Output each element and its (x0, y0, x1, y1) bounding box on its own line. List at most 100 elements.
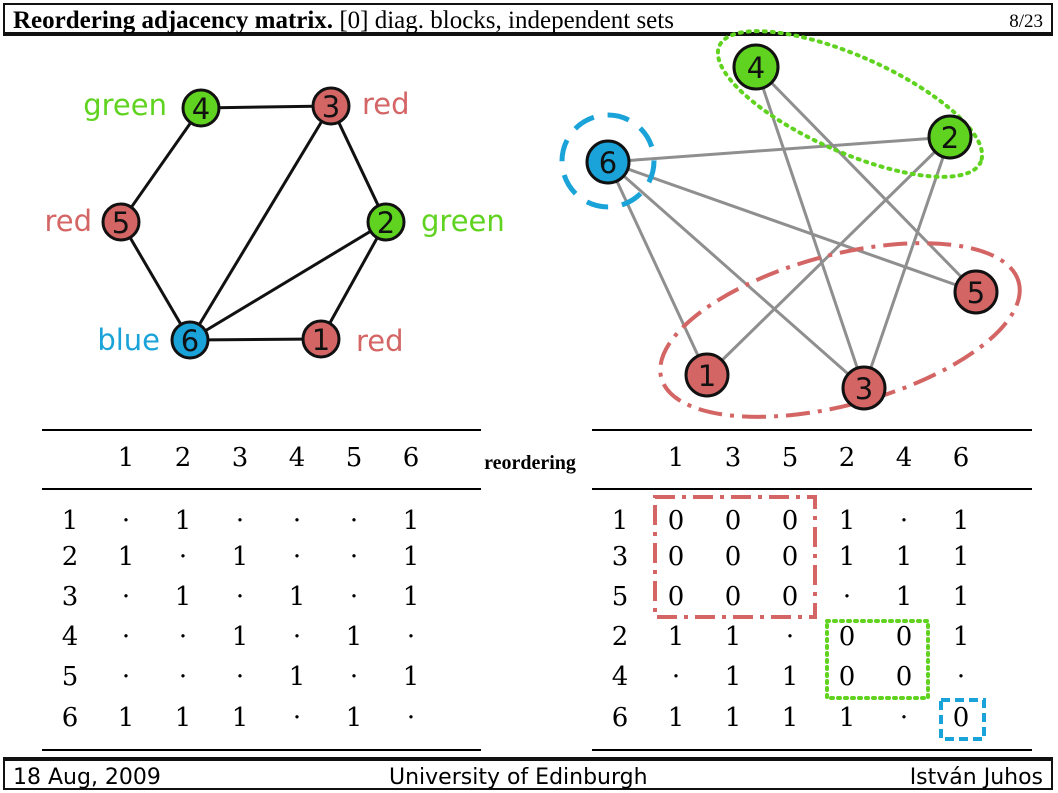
left-matrix-cell: · (407, 703, 415, 733)
right-node-3-number: 3 (855, 372, 873, 406)
right-matrix-cell: 0 (782, 542, 799, 572)
left-matrix-cell: · (350, 506, 358, 536)
red-set-ellipse (658, 241, 1022, 419)
right-matrix-cell: 1 (725, 703, 742, 733)
left-col-header-2: 2 (175, 443, 192, 473)
left-node-6-number: 6 (181, 324, 199, 358)
right-node-5-circle (953, 269, 999, 315)
right-node-2: 2 (927, 114, 973, 160)
left-node-5-color-label: red (44, 204, 92, 238)
left-matrix-cell: · (293, 703, 301, 733)
left-matrix-row-header: 1 (62, 506, 79, 536)
right-edge-6-5 (607, 160, 977, 294)
left-matrix-cell: · (407, 622, 415, 652)
right-matrix-cell: 0 (782, 582, 799, 612)
left-edge-5-6 (119, 221, 192, 341)
left-matrix-cell: · (293, 542, 301, 572)
left-node-5-circle (101, 202, 141, 242)
left-graph-edges (119, 104, 388, 342)
right-col-header-6: 6 (953, 443, 970, 473)
left-matrix-cell: 1 (403, 506, 420, 536)
reordering-label: reordering (484, 452, 576, 474)
left-node-1-circle (301, 319, 341, 359)
right-matrix-cell: 1 (896, 542, 913, 572)
left-node-2-number: 2 (377, 206, 395, 240)
footer-institution: University of Edinburgh (389, 765, 648, 790)
right-matrix-cell: 0 (896, 622, 913, 652)
right-edge-4-5 (754, 65, 978, 294)
right-node-4-number: 4 (747, 51, 765, 85)
right-node-5-number: 5 (967, 276, 985, 310)
slide-title-rest: [0] diag. blocks, independent sets (339, 7, 674, 34)
right-col-header-3: 3 (725, 443, 742, 473)
right-matrix-cell: 1 (953, 582, 970, 612)
left-node-2: 2 green (366, 202, 505, 242)
left-node-2-color-label: green (421, 204, 505, 238)
right-matrix-cell: 1 (725, 622, 742, 652)
left-node-4: 4 green (83, 88, 221, 128)
red-block-box (653, 495, 817, 619)
green-block-box (825, 619, 930, 700)
right-matrix-cell: 0 (839, 662, 856, 692)
left-matrix-cell: · (293, 506, 301, 536)
right-matrix-cell: · (957, 662, 965, 692)
left-node-2-circle (366, 202, 406, 242)
left-matrix-cell: 1 (232, 542, 249, 572)
left-node-1-color-label: red (356, 324, 404, 358)
left-matrix-cell: · (122, 582, 130, 612)
right-node-2-circle (927, 114, 973, 160)
right-node-6: 6 (585, 139, 631, 185)
right-matrix-cell: 1 (782, 703, 799, 733)
left-matrix-cell: · (122, 662, 130, 692)
right-matrix-cell: 0 (839, 622, 856, 652)
right-node-5: 5 (953, 269, 999, 315)
right-matrix-cell: 0 (725, 542, 742, 572)
left-matrix-col-headers: 1 2 3 4 5 6 (118, 443, 420, 473)
right-node-2-number: 2 (941, 121, 959, 155)
left-matrix-cell: 1 (175, 703, 192, 733)
right-matrix-col-headers: 1 3 5 2 4 6 (668, 443, 970, 473)
left-node-3: 3 red (311, 86, 410, 126)
green-set-ellipse (715, 29, 985, 179)
right-matrix-cell: · (672, 662, 680, 692)
left-matrix-cell: · (179, 622, 187, 652)
right-graph: 4 2 6 5 1 3 (559, 29, 1022, 419)
left-matrix-cell: 1 (118, 703, 135, 733)
right-matrix-row-header: 3 (612, 542, 629, 572)
right-node-3-circle (841, 365, 887, 411)
left-matrix-cell: 1 (403, 542, 420, 572)
left-matrix-row-header: 3 (62, 582, 79, 612)
left-matrix-cell: 1 (232, 622, 249, 652)
right-col-header-5: 5 (782, 443, 799, 473)
left-matrix-cell: · (350, 582, 358, 612)
right-matrix-cell: · (900, 703, 908, 733)
left-col-header-3: 3 (232, 443, 249, 473)
left-col-header-6: 6 (403, 443, 420, 473)
left-matrix-cell: · (122, 506, 130, 536)
right-matrix-cell: 1 (953, 622, 970, 652)
left-matrix-cell: · (179, 662, 187, 692)
left-matrix-cell: 1 (289, 582, 306, 612)
right-matrix-cell: 1 (782, 662, 799, 692)
left-node-6-color-label: blue (97, 323, 160, 357)
right-node-6-circle (585, 139, 631, 185)
right-matrix-cell: · (900, 506, 908, 536)
left-matrix-cell: 1 (175, 582, 192, 612)
right-edge-2-3 (862, 136, 952, 389)
right-graph-edges (606, 65, 978, 390)
right-matrix-cell: 0 (725, 582, 742, 612)
left-matrix-cell: · (350, 542, 358, 572)
left-matrix-cell: 1 (175, 506, 192, 536)
left-node-5-number: 5 (112, 206, 130, 240)
left-edge-2-6 (189, 220, 387, 342)
right-node-1: 1 (684, 352, 730, 398)
left-node-5: 5 red (44, 202, 141, 242)
left-matrix-row-header: 2 (62, 542, 79, 572)
left-matrix-cell: · (236, 662, 244, 692)
right-col-header-1: 1 (668, 443, 685, 473)
